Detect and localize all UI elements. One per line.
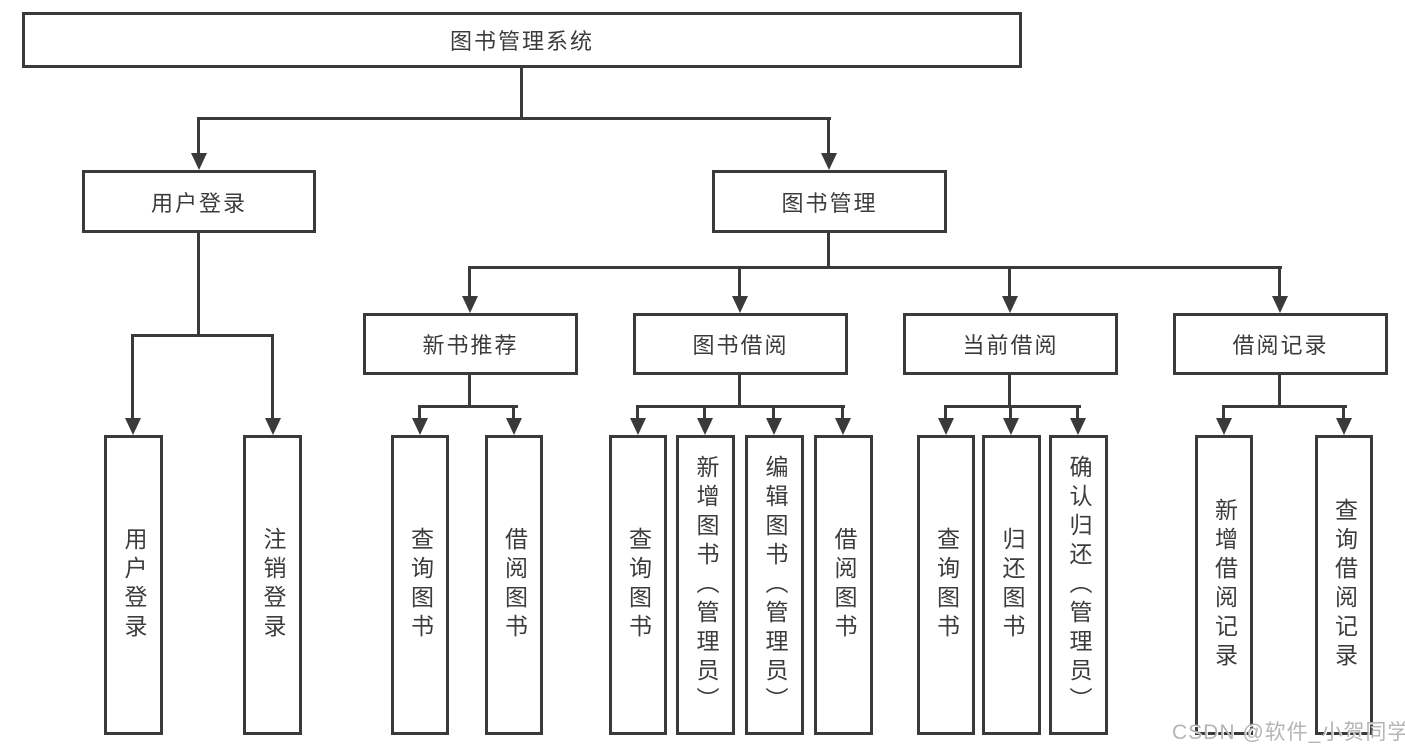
watermark: CSDN @软件_小贺同学: [1172, 721, 1405, 744]
leaf-logout-login: 注销登录: [243, 435, 302, 735]
node-current-borrowing: 当前借阅: [903, 313, 1118, 375]
leaf-confirm-return-admin: 确认归还（管理员）: [1049, 435, 1108, 735]
connector-drop: [636, 405, 639, 418]
connector-drop-user-login: [197, 117, 200, 153]
connector-drop-book-borrowing: [738, 266, 741, 296]
connector-book-borrowing-stem: [738, 375, 741, 408]
leaf-query-books-recommend-label: 查询图书: [407, 527, 434, 643]
node-root: 图书管理系统: [22, 12, 1022, 68]
node-user-login-branch: 用户登录: [82, 170, 316, 233]
connector-drop-book-management: [827, 117, 830, 153]
node-book-management-label: 图书管理: [781, 190, 878, 216]
connector-new-book-recommend-stem: [468, 375, 471, 408]
leaf-logout-login-label: 注销登录: [260, 527, 286, 643]
arrow-down-icon: [191, 153, 207, 170]
leaf-query-borrow-record-label: 查询借阅记录: [1331, 498, 1358, 672]
arrow-down-icon: [1272, 296, 1288, 313]
node-book-borrowing: 图书借阅: [633, 313, 848, 375]
node-current-borrowing-label: 当前借阅: [962, 333, 1059, 358]
leaf-user-login: 用户登录: [104, 435, 163, 735]
leaf-user-login-label: 用户登录: [121, 527, 147, 643]
arrow-down-icon: [821, 153, 837, 170]
arrow-down-icon: [265, 418, 281, 435]
connector-user-login-stem: [197, 233, 200, 337]
node-book-borrowing-label: 图书借阅: [692, 333, 789, 358]
connector-drop-new-book-recommend: [468, 266, 471, 296]
arrow-down-icon: [462, 296, 478, 313]
connector-drop: [1342, 405, 1345, 418]
leaf-query-books-borrowing: 查询图书: [609, 435, 667, 735]
connector-new-book-recommend-split: [418, 405, 518, 408]
connector-book-management-stem: [827, 233, 830, 269]
connector-root-stem: [520, 68, 523, 120]
leaf-borrow-books-recommend: 借阅图书: [485, 435, 543, 735]
arrow-down-icon: [1003, 418, 1019, 435]
connector-borrowing-records-stem: [1278, 375, 1281, 408]
leaf-add-borrow-record-label: 新增借阅记录: [1211, 498, 1238, 672]
connector-drop: [841, 405, 844, 418]
connector-current-borrowing-split: [944, 405, 1081, 408]
arrow-down-icon: [697, 418, 713, 435]
leaf-query-books-recommend: 查询图书: [391, 435, 449, 735]
connector-drop: [703, 405, 706, 418]
connector-root-split: [197, 117, 831, 120]
node-book-management: 图书管理: [712, 170, 947, 233]
arrow-down-icon: [1216, 418, 1232, 435]
arrow-down-icon: [506, 418, 522, 435]
connector-drop-current-borrowing: [1008, 266, 1011, 296]
connector-user-login-split: [131, 334, 274, 337]
connector-book-borrowing-split: [636, 405, 845, 408]
leaf-query-books-current: 查询图书: [917, 435, 975, 735]
arrow-down-icon: [732, 296, 748, 313]
arrow-down-icon: [125, 418, 141, 435]
node-user-login-branch-label: 用户登录: [150, 190, 247, 216]
arrow-down-icon: [1070, 418, 1086, 435]
leaf-return-books-label: 归还图书: [999, 527, 1025, 643]
arrow-down-icon: [938, 418, 954, 435]
leaf-edit-book-admin: 编辑图书（管理员）: [745, 435, 804, 735]
connector-drop: [1076, 405, 1079, 418]
leaf-borrow-books-recommend-label: 借阅图书: [501, 527, 528, 643]
node-borrowing-records: 借阅记录: [1173, 313, 1388, 375]
arrow-down-icon: [835, 418, 851, 435]
connector-drop-borrowing-records: [1278, 266, 1281, 296]
leaf-add-book-admin-label: 新增图书（管理员）: [693, 454, 719, 716]
arrow-down-icon: [630, 418, 646, 435]
connector-drop: [418, 405, 421, 418]
connector-drop: [1222, 405, 1225, 418]
arrow-down-icon: [1002, 296, 1018, 313]
leaf-borrow-books-borrowing-label: 借阅图书: [831, 527, 857, 643]
connector-drop: [944, 405, 947, 418]
node-borrowing-records-label: 借阅记录: [1232, 333, 1329, 358]
leaf-add-book-admin: 新增图书（管理员）: [676, 435, 735, 735]
node-new-book-recommend-label: 新书推荐: [422, 333, 519, 358]
connector-drop: [772, 405, 775, 418]
leaf-borrow-books-borrowing: 借阅图书: [814, 435, 873, 735]
leaf-confirm-return-admin-label: 确认归还（管理员）: [1066, 454, 1092, 716]
leaf-query-borrow-record: 查询借阅记录: [1315, 435, 1373, 735]
arrow-down-icon: [412, 418, 428, 435]
connector-current-borrowing-stem: [1008, 375, 1011, 408]
connector-drop: [512, 405, 515, 418]
connector-drop-leaf-logout: [271, 334, 274, 418]
arrow-down-icon: [766, 418, 782, 435]
leaf-add-borrow-record: 新增借阅记录: [1195, 435, 1253, 735]
arrow-down-icon: [1336, 418, 1352, 435]
node-root-label: 图书管理系统: [449, 29, 594, 54]
connector-borrowing-records-split: [1222, 405, 1347, 408]
leaf-return-books: 归还图书: [982, 435, 1041, 735]
leaf-query-books-borrowing-label: 查询图书: [625, 527, 652, 643]
leaf-edit-book-admin-label: 编辑图书（管理员）: [762, 454, 788, 716]
node-new-book-recommend: 新书推荐: [363, 313, 578, 375]
connector-drop: [1009, 405, 1012, 418]
connector-drop-leaf-user-login: [131, 334, 134, 418]
leaf-query-books-current-label: 查询图书: [933, 527, 960, 643]
connector-book-management-split: [468, 266, 1282, 269]
